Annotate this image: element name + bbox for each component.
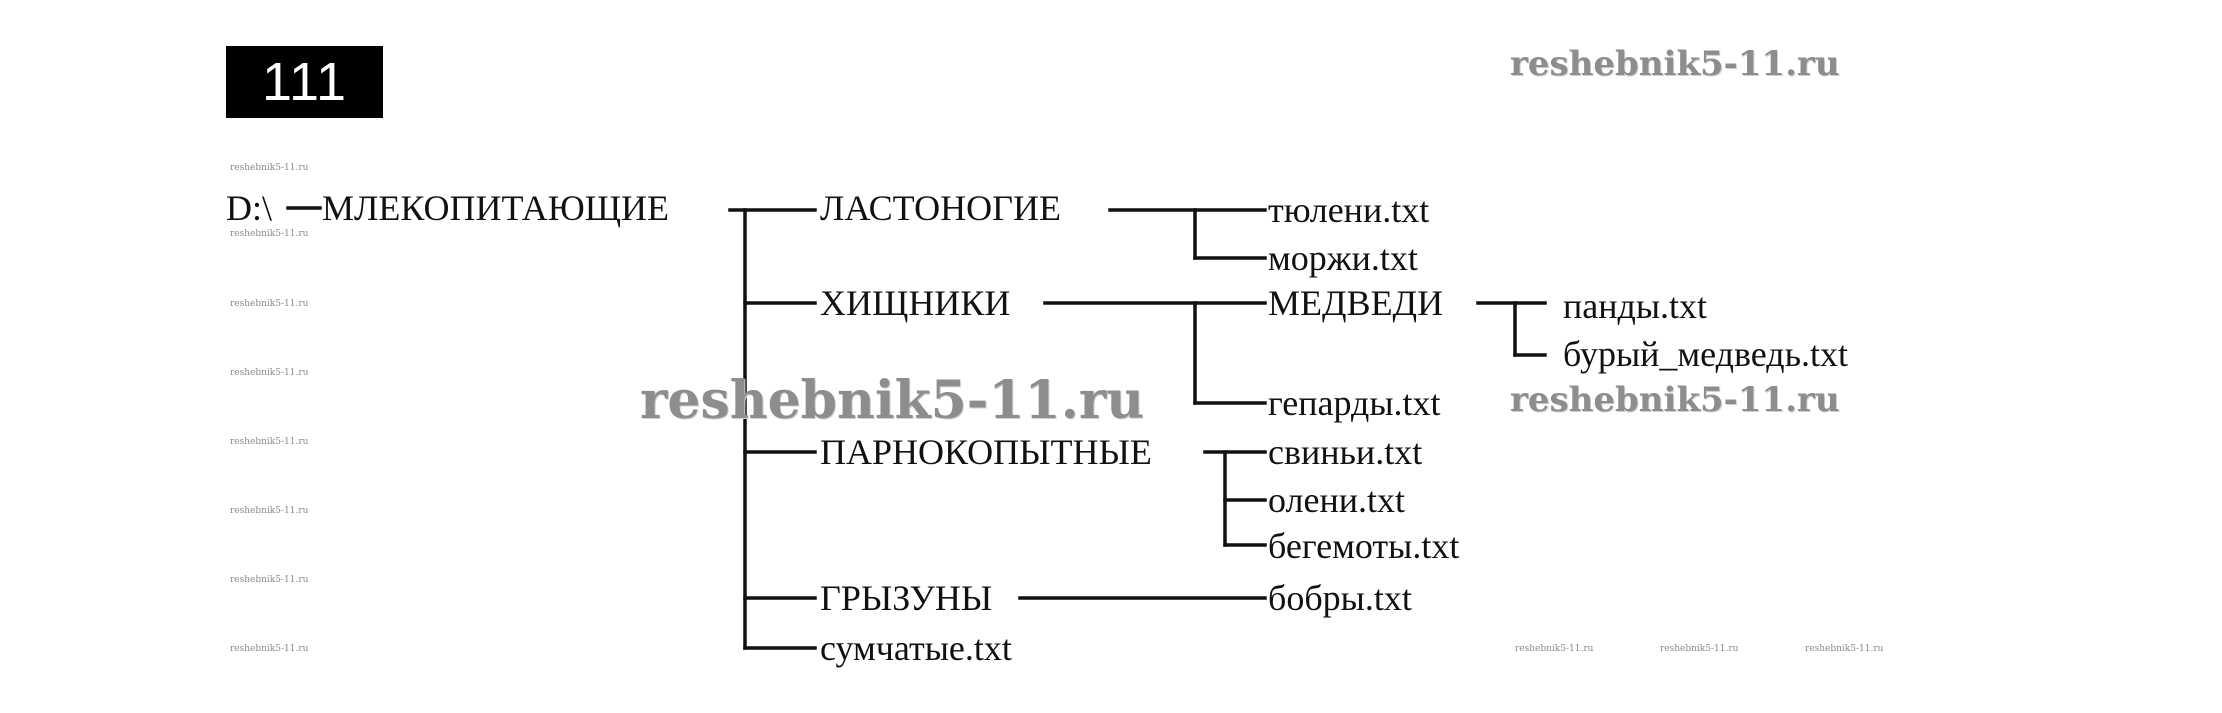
- node-cheetahs: гепарды.txt: [1268, 383, 1441, 423]
- watermark-small: reshebnik5-11.ru: [230, 299, 309, 309]
- watermark-small: reshebnik5-11.ru: [230, 437, 309, 447]
- watermark-small: reshebnik5-11.ru: [230, 368, 309, 378]
- watermark-mid-right: reshebnik5-11.ru: [1510, 380, 1840, 420]
- watermark-small: reshebnik5-11.ru: [230, 506, 309, 516]
- node-deer: олени.txt: [1268, 480, 1406, 520]
- problem-number-badge: 111: [226, 46, 383, 118]
- node-pinnipeds: ЛАСТОНОГИЕ: [820, 188, 1061, 228]
- watermark-small: reshebnik5-11.ru: [230, 163, 309, 173]
- node-predators: ХИЩНИКИ: [820, 283, 1011, 323]
- watermark-top-right: reshebnik5-11.ru: [1510, 44, 1840, 84]
- node-bears: МЕДВЕДИ: [1268, 283, 1444, 323]
- watermark-small: reshebnik5-11.ru: [230, 229, 309, 239]
- node-beavers: бобры.txt: [1268, 578, 1412, 618]
- watermark-small: reshebnik5-11.ru: [1660, 644, 1739, 654]
- node-rodents: ГРЫЗУНЫ: [820, 578, 993, 618]
- node-marsupials: сумчатые.txt: [820, 628, 1012, 668]
- watermark-center: reshebnik5-11.ru: [640, 370, 1145, 431]
- node-root: D:\: [226, 188, 273, 228]
- node-hippos: бегемоты.txt: [1268, 526, 1460, 566]
- node-mammals: МЛЕКОПИТАЮЩИЕ: [322, 188, 670, 228]
- watermark-small: reshebnik5-11.ru: [1515, 644, 1594, 654]
- node-seals: тюлени.txt: [1268, 190, 1430, 230]
- node-walruses: моржи.txt: [1268, 238, 1418, 278]
- watermark-small: reshebnik5-11.ru: [230, 575, 309, 585]
- node-pandas: панды.txt: [1563, 286, 1708, 326]
- node-pigs: свиньи.txt: [1268, 432, 1423, 472]
- watermark-small: reshebnik5-11.ru: [230, 644, 309, 654]
- node-brown-bear: бурый_медведь.txt: [1563, 334, 1849, 374]
- node-artiodactyls: ПАРНОКОПЫТНЫЕ: [820, 432, 1152, 472]
- watermark-small: reshebnik5-11.ru: [1805, 644, 1884, 654]
